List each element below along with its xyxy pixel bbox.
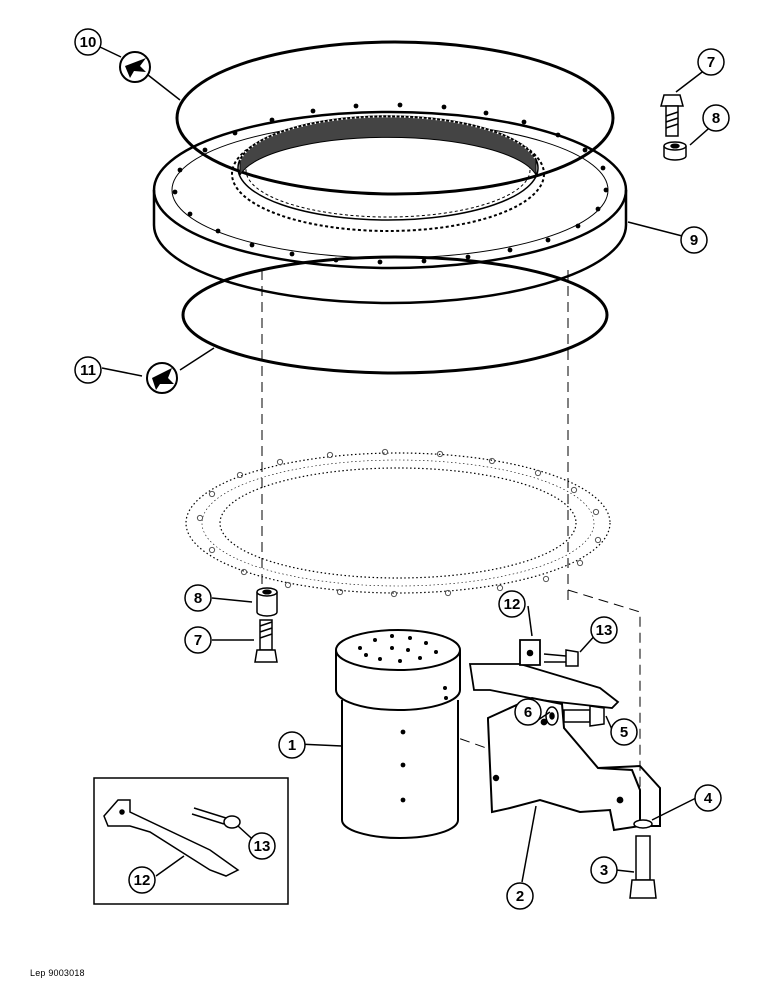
callout-8-top: 8	[702, 104, 730, 132]
bolt-side	[563, 705, 605, 727]
svg-text:6: 6	[524, 704, 532, 721]
spacer-top	[663, 141, 687, 161]
svg-text:12: 12	[504, 596, 521, 613]
callout-12-detail: 12	[128, 866, 156, 894]
washer-bottom	[633, 819, 653, 829]
svg-text:7: 7	[194, 632, 202, 649]
callout-10: 10	[74, 28, 102, 56]
callout-12-upper: 12	[498, 590, 526, 618]
callout-5: 5	[610, 718, 638, 746]
callout-2: 2	[506, 882, 534, 910]
sealant-symbol-11	[146, 362, 178, 394]
callout-7-top: 7	[697, 48, 725, 76]
screw-detail	[191, 807, 241, 829]
svg-text:4: 4	[704, 790, 713, 807]
reference-code: Lep 9003018	[30, 968, 85, 978]
svg-text:1: 1	[288, 737, 296, 754]
callout-11: 11	[74, 356, 102, 384]
svg-text:5: 5	[620, 724, 628, 741]
callout-6: 6	[514, 698, 542, 726]
bolt-top	[660, 94, 684, 137]
sealant-symbol-10	[119, 51, 151, 83]
rotary-joint-housing	[335, 629, 461, 839]
callout-3: 3	[590, 856, 618, 884]
screw-upper	[543, 649, 579, 667]
top-seal-ring	[175, 40, 615, 196]
callout-13-upper: 13	[590, 616, 618, 644]
svg-text:2: 2	[516, 888, 524, 905]
washer	[545, 706, 559, 726]
svg-text:8: 8	[712, 110, 720, 127]
callouts: 10 7 8 9 11 8 7 12	[74, 28, 730, 910]
leader-lines	[99, 46, 717, 883]
bracket-upper	[468, 639, 620, 709]
callout-8-lower: 8	[184, 584, 212, 612]
callout-4: 4	[694, 784, 722, 812]
svg-text:8: 8	[194, 590, 202, 607]
svg-text:11: 11	[80, 362, 96, 379]
svg-text:12: 12	[134, 872, 151, 889]
callout-9: 9	[680, 226, 708, 254]
bracket-detail	[103, 799, 240, 877]
bolt-lower	[254, 619, 278, 663]
svg-text:13: 13	[254, 838, 271, 855]
mounting-flange-outline	[185, 452, 611, 594]
svg-text:10: 10	[80, 34, 97, 51]
svg-text:13: 13	[596, 622, 613, 639]
callout-13-detail: 13	[248, 832, 276, 860]
callout-1: 1	[278, 731, 306, 759]
callout-7-lower: 7	[184, 626, 212, 654]
svg-text:7: 7	[707, 54, 715, 71]
svg-text:3: 3	[600, 862, 608, 879]
svg-text:9: 9	[690, 232, 698, 249]
detail-inset-frame	[93, 777, 289, 905]
support-bracket	[487, 696, 661, 832]
slewing-ring	[152, 102, 628, 305]
bolt-bottom	[629, 835, 657, 899]
spacer-lower	[256, 587, 278, 617]
lower-seal-ring	[181, 255, 609, 375]
